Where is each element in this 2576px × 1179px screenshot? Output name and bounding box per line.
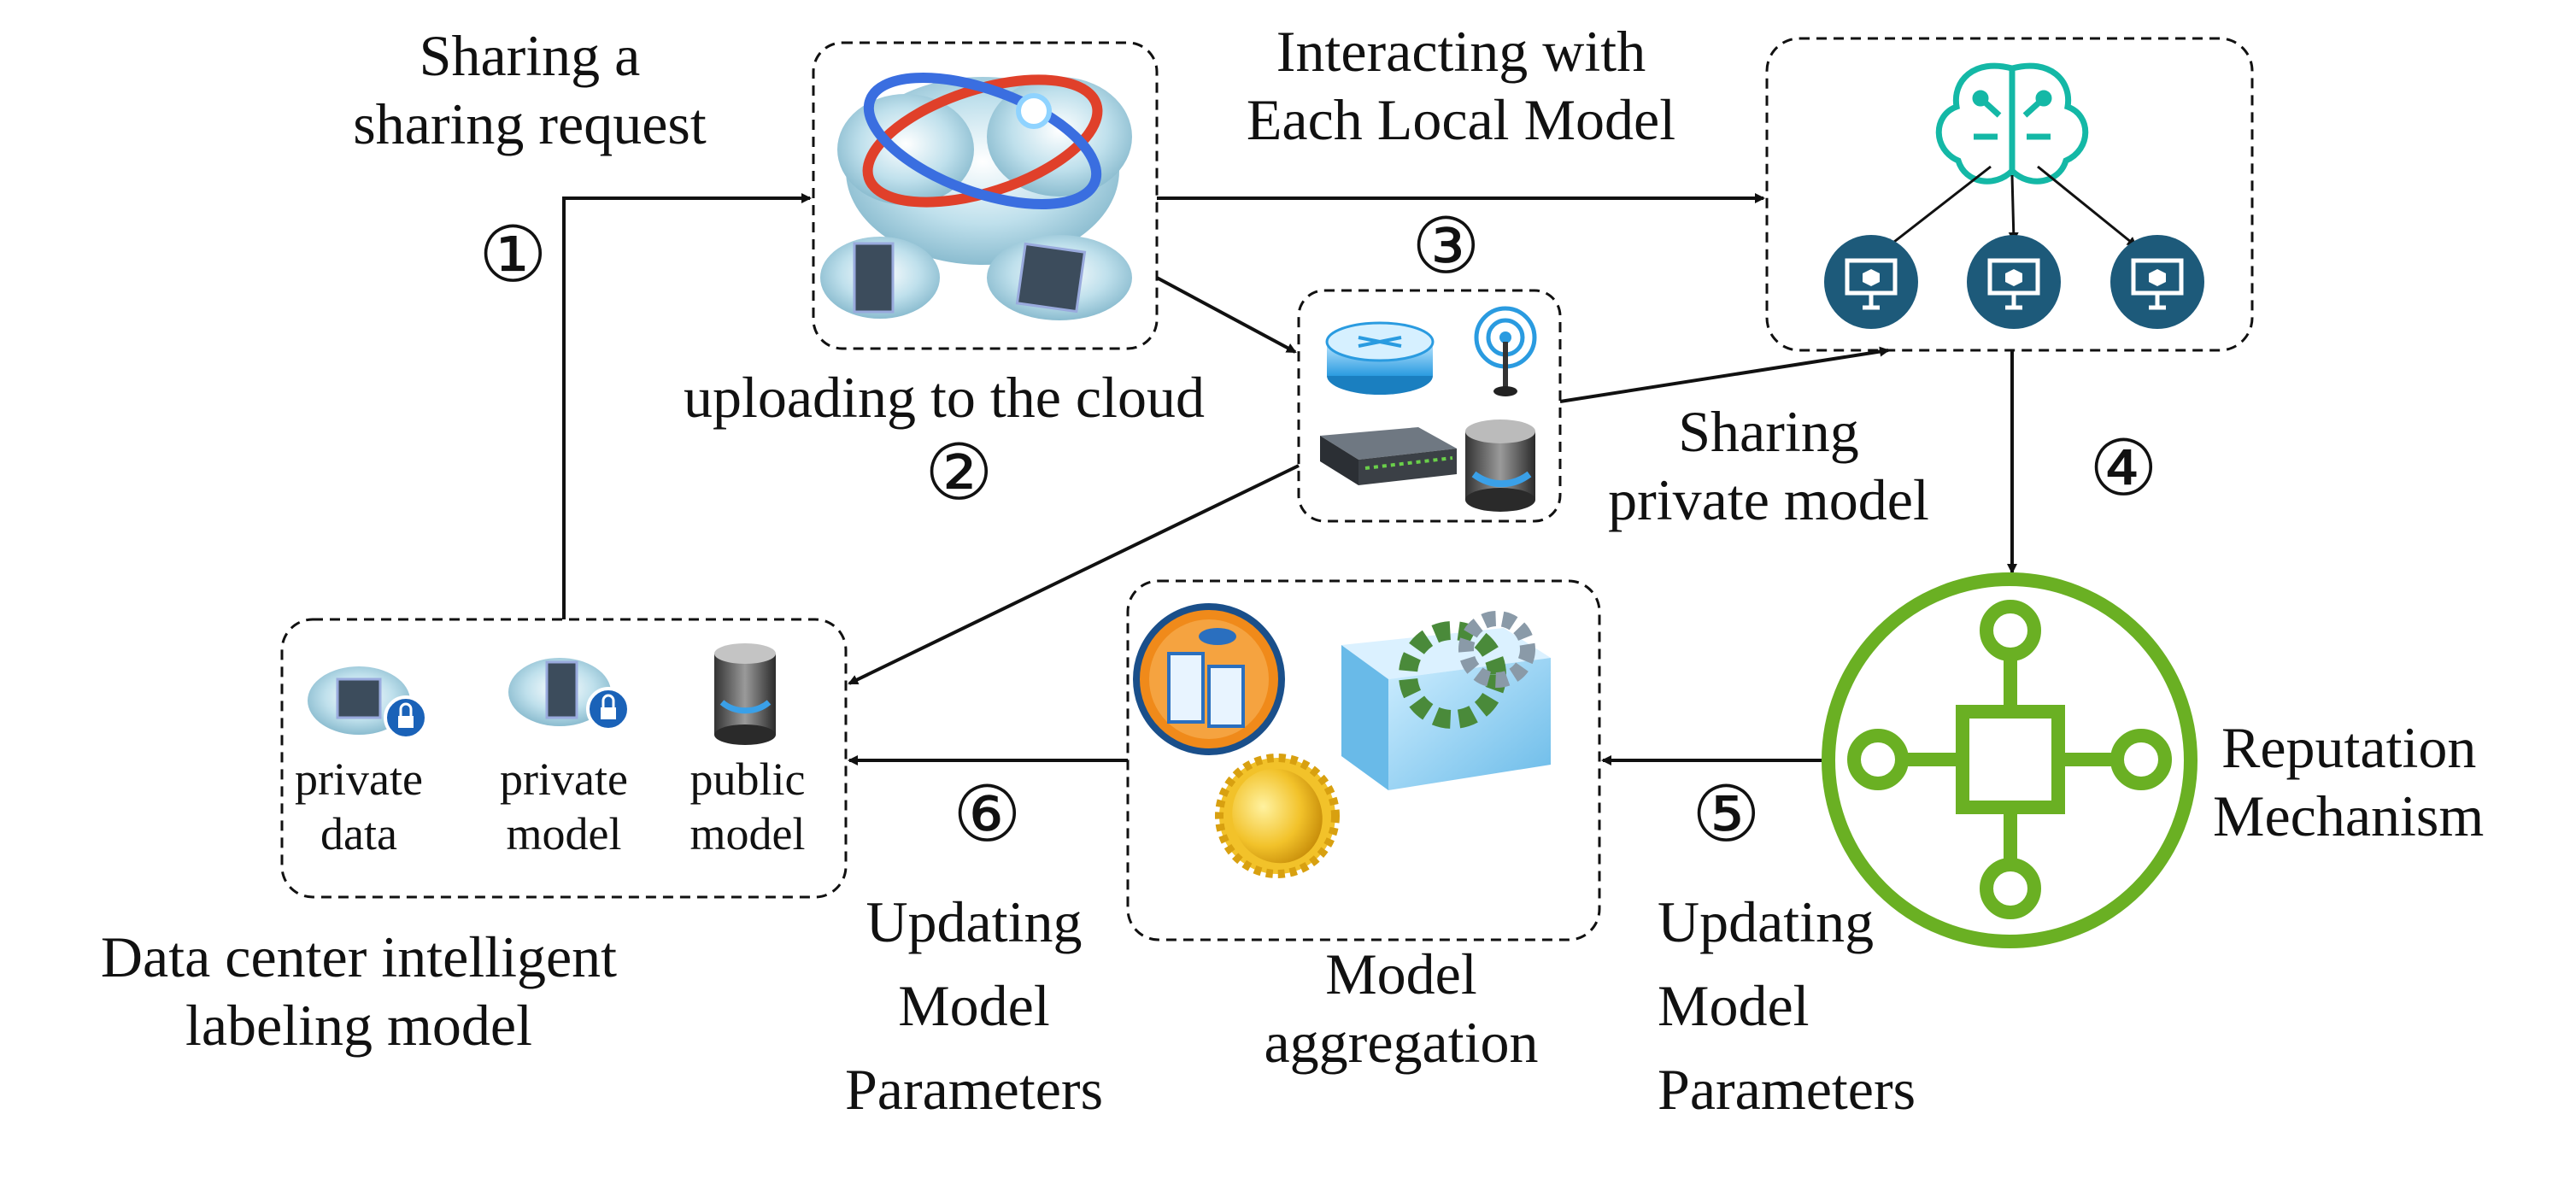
arrow-sharing-private: [1559, 346, 1890, 403]
label-public-model: public model: [671, 752, 824, 861]
arrow-network-to-datacenter: [848, 464, 1300, 685]
arrow-sharing-request: [562, 193, 812, 619]
label-updating-left: Updating Model Parameters: [786, 880, 1162, 1131]
router-icon: [1325, 321, 1435, 395]
cloud-box: [812, 41, 1159, 350]
label-line: Data center intelligent: [100, 924, 618, 989]
server-rack-icon: [1133, 603, 1285, 755]
label-line: labeling model: [185, 993, 532, 1058]
step-4: ④: [2089, 426, 2158, 512]
label-updating-right: Updating Model Parameters: [1658, 880, 2033, 1131]
gold-medal-icon: [1215, 754, 1340, 878]
database-icon: [1465, 419, 1535, 512]
label-line: public: [689, 754, 806, 805]
label-line: Parameters: [844, 1057, 1104, 1122]
label-line: Sharing a: [419, 23, 641, 88]
label-line: sharing request: [353, 91, 707, 156]
label-line: Model: [1325, 941, 1477, 1006]
label-line: aggregation: [1264, 1010, 1539, 1075]
label-line: Interacting with: [1276, 19, 1646, 84]
label-interacting: Interacting with Each Local Model: [1179, 17, 1743, 154]
label-line: Model: [898, 973, 1050, 1038]
label-line: model: [506, 808, 622, 859]
monitor-node-icon: [1967, 235, 2061, 329]
reputation-mechanism-icon: [1822, 572, 2198, 948]
cloud-server-icon: [820, 73, 1132, 320]
arrow-uploading: [1156, 276, 1297, 354]
data-center-box: [280, 618, 848, 899]
label-line: private: [295, 754, 423, 805]
label-reputation: Reputation Mechanism: [2213, 713, 2572, 850]
step-2: ②: [924, 431, 994, 516]
step-5: ⑤: [1692, 772, 1761, 858]
label-data-center: Data center intelligent labeling model: [9, 923, 709, 1059]
label-line: Updating: [1658, 889, 1875, 954]
label-sharing-private: Sharing private model: [1555, 397, 1982, 534]
network-box: [1297, 289, 1562, 523]
step-3: ③: [1411, 204, 1481, 290]
arrow-brain-m1: [1885, 165, 1992, 249]
private-data-icon: [308, 666, 428, 740]
label-uploading: uploading to the cloud: [683, 365, 1205, 430]
label-private-model: private model: [487, 752, 641, 861]
label-line: Sharing: [1678, 399, 1859, 464]
label-line: Model: [1658, 973, 1810, 1038]
step-6: ⑥: [953, 772, 1022, 858]
monitor-node-icon: [1824, 235, 1918, 329]
arrow-brain-m3: [2037, 165, 2138, 248]
label-sharing-request: Sharing a sharing request: [342, 21, 718, 158]
label-line: Updating: [866, 889, 1083, 954]
label-line: private: [500, 754, 628, 805]
public-model-icon: [714, 643, 776, 745]
brain-network-icon: [1935, 62, 2089, 185]
label-line: Parameters: [1658, 1057, 1916, 1122]
label-line: model: [689, 808, 806, 859]
monitor-node-icon: [2110, 235, 2204, 329]
label-line: data: [320, 808, 397, 859]
label-line: Reputation: [2221, 715, 2477, 780]
label-private-data: private data: [282, 752, 436, 861]
step-1: ①: [478, 213, 548, 298]
label-line: Each Local Model: [1246, 87, 1676, 152]
gear-box-icon: [1341, 611, 1551, 790]
local-models-box: [1765, 37, 2254, 352]
antenna-icon: [1474, 306, 1537, 396]
label-line: private model: [1608, 467, 1929, 532]
private-model-icon: [508, 658, 631, 731]
arrow-brain-m2: [2008, 174, 2019, 243]
label-model-aggregation: Model aggregation: [1188, 940, 1615, 1076]
switch-icon: [1320, 427, 1457, 485]
label-line: Mechanism: [2213, 783, 2485, 848]
